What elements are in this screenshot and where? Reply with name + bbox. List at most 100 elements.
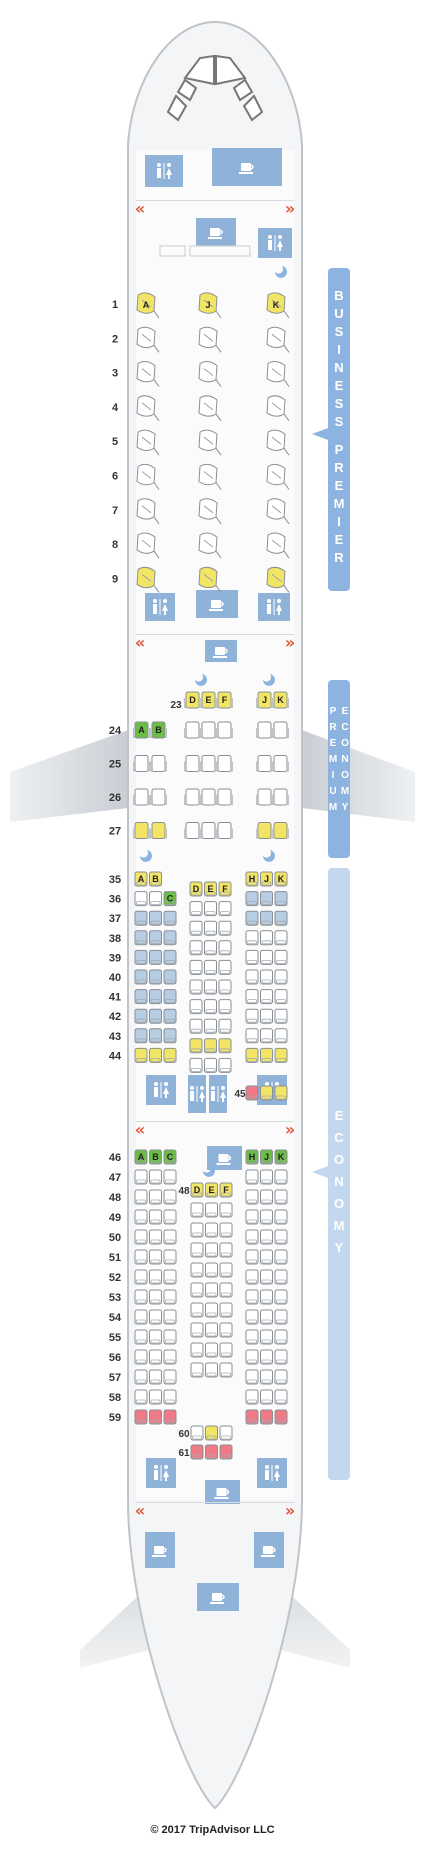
seat-economy-center[interactable] (219, 1362, 233, 1378)
seat-economy-center[interactable] (218, 1018, 232, 1034)
seat-economy-center[interactable] (189, 1018, 203, 1034)
seat-economy-left[interactable]: C (163, 1149, 177, 1165)
seat-economy-right[interactable] (260, 1008, 273, 1024)
seat-premium-center[interactable] (216, 755, 233, 772)
seat-economy-right[interactable]: H (245, 1149, 259, 1165)
seat-economy-center[interactable] (219, 1262, 233, 1278)
seat-economy-left[interactable] (149, 1047, 162, 1063)
seat-economy-center[interactable] (218, 979, 232, 995)
seat-economy-left[interactable] (163, 1329, 177, 1345)
seat-economy-right[interactable] (260, 1249, 273, 1265)
seat-economy-left[interactable] (149, 930, 162, 946)
seat-economy-left[interactable] (134, 1209, 148, 1225)
seat-economy-center[interactable] (204, 959, 217, 975)
seat-premium-center[interactable] (184, 822, 201, 839)
seat-economy-center[interactable] (189, 1038, 203, 1054)
seat-economy-right[interactable] (274, 1409, 288, 1425)
seat-economy-right[interactable] (245, 1249, 259, 1265)
seat-premium-center[interactable] (216, 788, 233, 806)
seat-economy-right[interactable] (245, 1008, 259, 1024)
seat-economy-center[interactable] (189, 940, 203, 956)
seat-business-left[interactable] (136, 463, 160, 490)
seat-economy-center[interactable] (205, 1444, 218, 1460)
seat-economy-center[interactable] (189, 1057, 203, 1073)
seat-business-right[interactable] (266, 532, 290, 559)
seat-economy-right[interactable] (260, 1229, 273, 1245)
seat-economy-left[interactable] (134, 1329, 148, 1345)
seat-economy-right[interactable] (245, 1047, 259, 1063)
seat-economy-left[interactable] (134, 1409, 148, 1425)
seat-premium-left[interactable] (133, 822, 150, 839)
seat-economy-right[interactable]: J (260, 871, 273, 887)
seat-economy-center[interactable] (219, 1322, 233, 1338)
seat-economy-right[interactable] (260, 989, 273, 1005)
seat-economy-right[interactable] (245, 989, 259, 1005)
seat-economy-center[interactable] (204, 940, 217, 956)
seat-economy-right[interactable] (260, 1289, 273, 1305)
seat-economy-left[interactable] (134, 989, 148, 1005)
seat-economy-right[interactable] (245, 1028, 259, 1044)
seat-economy-left[interactable] (163, 1269, 177, 1285)
seat-economy-right[interactable] (245, 969, 259, 985)
seat-economy-center[interactable] (218, 1038, 232, 1054)
seat-premium-right[interactable] (272, 755, 289, 772)
seat-economy-right[interactable] (260, 1169, 273, 1185)
seat-economy-right[interactable] (274, 1008, 288, 1024)
seat-economy-left[interactable] (149, 1229, 162, 1245)
seat-economy-center[interactable] (219, 1342, 233, 1358)
seat-economy-left[interactable] (163, 910, 177, 926)
seat-economy-right[interactable] (274, 1209, 288, 1225)
seat-economy-right[interactable] (274, 1349, 288, 1365)
seat-economy-right[interactable] (260, 930, 273, 946)
seat-premium-right[interactable] (272, 788, 289, 806)
seat-economy-left[interactable] (163, 1289, 177, 1305)
seat-economy-center[interactable] (189, 979, 203, 995)
seat-economy-left[interactable] (149, 1329, 162, 1345)
seat-premium-center[interactable] (184, 721, 201, 739)
seat-premium-right[interactable] (272, 721, 289, 739)
seat-business-left[interactable] (136, 532, 160, 559)
seat-economy-center[interactable] (205, 1362, 218, 1378)
seat-business-center[interactable]: J (198, 292, 222, 319)
seat-economy-left[interactable] (134, 910, 148, 926)
seat-economy-left[interactable] (163, 1189, 177, 1205)
seat-economy-left[interactable] (134, 1369, 148, 1385)
seat-premium-left[interactable] (150, 822, 167, 839)
seat-economy-center[interactable] (190, 1202, 204, 1218)
seat-economy-center[interactable] (205, 1242, 218, 1258)
seat-business-right[interactable] (266, 361, 290, 387)
seat-economy-center[interactable] (219, 1302, 233, 1318)
seat-economy-center[interactable] (190, 1342, 204, 1358)
seat-economy-left[interactable] (163, 1028, 177, 1044)
seat-economy-left[interactable] (163, 949, 177, 965)
seat-economy-right[interactable] (245, 1349, 259, 1365)
seat-economy-center[interactable] (204, 1018, 217, 1034)
seat-economy-right[interactable] (245, 910, 259, 926)
seat-economy-center[interactable] (190, 1362, 204, 1378)
seat-economy-center[interactable] (219, 1282, 233, 1298)
seat-premium-right[interactable] (272, 822, 289, 839)
seat-premium-left[interactable] (150, 755, 167, 772)
seat-economy-left[interactable] (149, 910, 162, 926)
seat-premium-front[interactable]: E (200, 691, 217, 709)
seat-premium-center[interactable] (184, 755, 201, 772)
seat-economy-right[interactable] (274, 1309, 288, 1325)
seat-economy-center[interactable] (205, 1202, 218, 1218)
seat-economy-right[interactable] (260, 1309, 273, 1325)
seat-business-center[interactable] (198, 498, 222, 525)
seat-economy-right[interactable] (274, 1028, 288, 1044)
seat-economy-right[interactable] (260, 891, 273, 907)
seat-economy-left[interactable] (163, 1349, 177, 1365)
seat-premium-right[interactable] (256, 788, 273, 806)
seat-premium-right[interactable] (256, 755, 273, 772)
seat-premium-right[interactable] (256, 721, 273, 739)
seat-economy-left[interactable] (149, 1189, 162, 1205)
seat-economy-center[interactable] (190, 1322, 204, 1338)
seat-economy-right[interactable] (245, 1309, 259, 1325)
seat-economy-right[interactable] (245, 1085, 259, 1101)
seat-business-left[interactable] (136, 566, 160, 593)
seat-economy-left[interactable] (134, 1047, 148, 1063)
seat-economy-center[interactable]: E (205, 1182, 218, 1198)
seat-economy-left[interactable] (134, 1309, 148, 1325)
seat-economy-left[interactable] (134, 1229, 148, 1245)
